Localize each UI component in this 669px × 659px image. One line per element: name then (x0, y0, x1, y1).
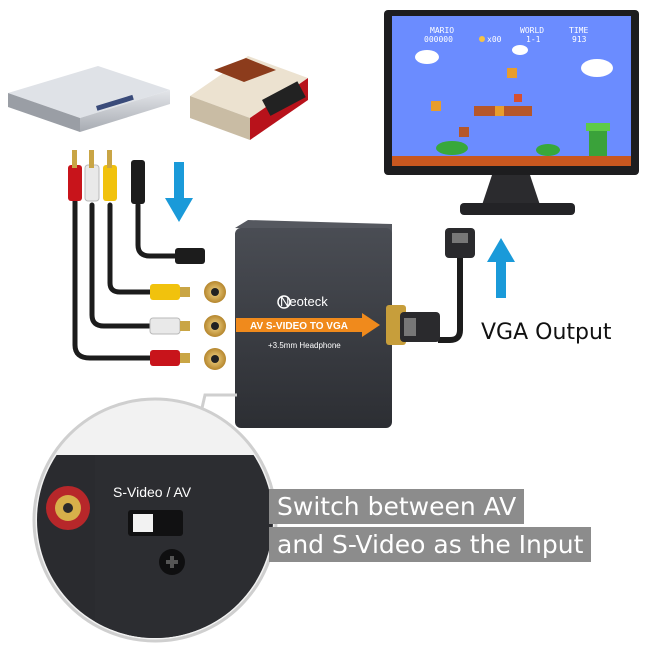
vga-output-label: VGA Output (481, 320, 612, 345)
av-cables (72, 197, 178, 361)
caption-line-2: and S-Video as the Input (269, 527, 592, 562)
hud-world-label: WORLD (520, 26, 544, 35)
rca-jack-red (204, 348, 226, 370)
vga-cable (400, 228, 475, 343)
converter-box: Neoteck AV S-VIDEO TO VGA +3.5mm Headpho… (204, 220, 406, 428)
panel-orange-arrow (236, 318, 364, 332)
dvd-player-image (8, 66, 170, 132)
arrow-up-icon (487, 238, 515, 298)
zoom-callout: S-Video / AV (32, 397, 278, 643)
rca-jack-white (204, 315, 226, 337)
hud-time-label: TIME (569, 26, 588, 35)
caption-line-1: Switch between AV (269, 489, 525, 524)
hud-mario-label: MARIO (430, 26, 454, 35)
switch-label: S-Video / AV (113, 484, 192, 500)
hud-coins: x00 (487, 35, 502, 44)
rca-plugs-top (68, 150, 145, 204)
hud-world-value: 1-1 (526, 35, 541, 44)
panel-text: AV S-VIDEO TO VGA (250, 321, 348, 332)
arrow-down-icon (165, 162, 193, 222)
hud-time-value: 913 (572, 35, 587, 44)
audio-text: +3.5mm Headphone (268, 341, 341, 350)
hud-score: 000000 (424, 35, 453, 44)
rca-plugs-connected (149, 248, 205, 366)
neoteck-logo-icon (277, 295, 291, 309)
monitor: MARIO 000000 x00 WORLD 1-1 TIME 913 (384, 10, 639, 215)
brand-logo: Neoteck (280, 294, 328, 309)
switch-knob[interactable] (133, 514, 153, 532)
retro-console-image (190, 56, 308, 140)
rca-jack-yellow (204, 281, 226, 303)
